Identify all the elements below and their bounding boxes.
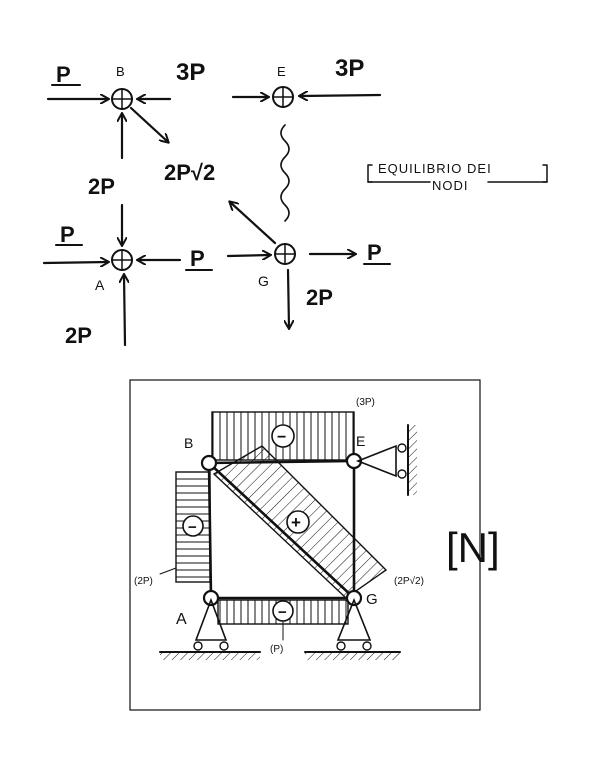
node-a-left-force: P [60, 222, 75, 247]
node-e-right-arrow [300, 95, 382, 96]
left-member-sign-circle [182, 515, 204, 537]
truss-members [207, 459, 356, 600]
bottom-member-band: − (P) [217, 599, 349, 655]
axial-force-label: [N] [446, 524, 500, 571]
node-e-label: E [277, 64, 286, 79]
diagonal-member-value: (2P√2) [394, 575, 424, 587]
node-a-bottom-arrow [124, 275, 125, 347]
diagonal-member-sign-circle [286, 510, 310, 534]
node-g-bottom-arrow [288, 268, 289, 328]
top-member-band: − (3P) [211, 397, 375, 461]
diagram-node-b-label: B [184, 435, 193, 451]
roller-support-e [355, 424, 417, 496]
member-ab-force-label: 2P [88, 174, 115, 199]
support-a [159, 597, 261, 660]
node-b-free-body: B P 3P 2P√2 [46, 59, 215, 185]
node-a-left-arrow [42, 262, 108, 263]
node-a-bottom-force: 2P [65, 323, 92, 348]
left-member-sign: − [188, 519, 197, 536]
node-b-left-force: P [56, 62, 71, 87]
diagram-node-e [345, 452, 363, 470]
member-b-g [207, 461, 356, 600]
top-member-sign: − [277, 429, 286, 446]
diagram-node-e-label: E [356, 433, 365, 449]
node-g-label: G [258, 273, 269, 289]
equilibrium-title-line1: EQUILIBRIO DEI [378, 161, 492, 176]
diagram-node-b [200, 454, 218, 472]
diagram-node-g-label: G [366, 591, 378, 608]
bottom-member-sign-circle [272, 600, 294, 622]
node-g-left-arrow [226, 255, 270, 256]
node-g-bottom-force: 2P [306, 285, 333, 310]
diagram-frame [129, 379, 481, 711]
top-member-sign-circle [271, 424, 295, 448]
member-b-a [207, 461, 213, 600]
node-b-diagonal-force: 2P√2 [164, 160, 215, 185]
bottom-member-sign: − [278, 604, 287, 621]
wavy-cut-line [280, 124, 290, 222]
node-b-label: B [116, 64, 125, 79]
node-a-free-body: A P P 2P [42, 203, 213, 348]
node-b-diagonal-arrow [129, 106, 168, 142]
node-a-label: A [95, 277, 105, 293]
node-g-right-force: P [367, 240, 382, 265]
equilibrium-title-line2: NODI [432, 178, 469, 193]
left-member-band: − (2P) [134, 471, 211, 587]
support-g [304, 597, 401, 660]
node-b-right-force: 3P [176, 59, 205, 86]
node-g-free-body: G P 2P [226, 202, 391, 328]
node-e-free-body: E 3P [231, 55, 382, 222]
equilibrium-section: B P 3P 2P√2 E 3P [42, 55, 548, 348]
top-member-value: (3P) [356, 397, 375, 408]
diagonal-member-sign: + [291, 513, 301, 532]
diagram-node-a-label: A [176, 611, 187, 628]
axial-force-diagram: − (3P) − (2P) + (2P√2) − (P) [129, 379, 500, 711]
node-a-right-force: P [190, 246, 205, 271]
node-g-diagonal-arrow [230, 202, 277, 245]
bottom-member-value: (P) [270, 644, 283, 655]
equilibrium-title-box: EQUILIBRIO DEI NODI [367, 161, 548, 193]
node-e-right-force: 3P [335, 55, 364, 82]
left-member-value: (2P) [134, 576, 153, 587]
member-b-e [207, 459, 356, 465]
diagonal-member-band: + (2P√2) [212, 445, 424, 599]
